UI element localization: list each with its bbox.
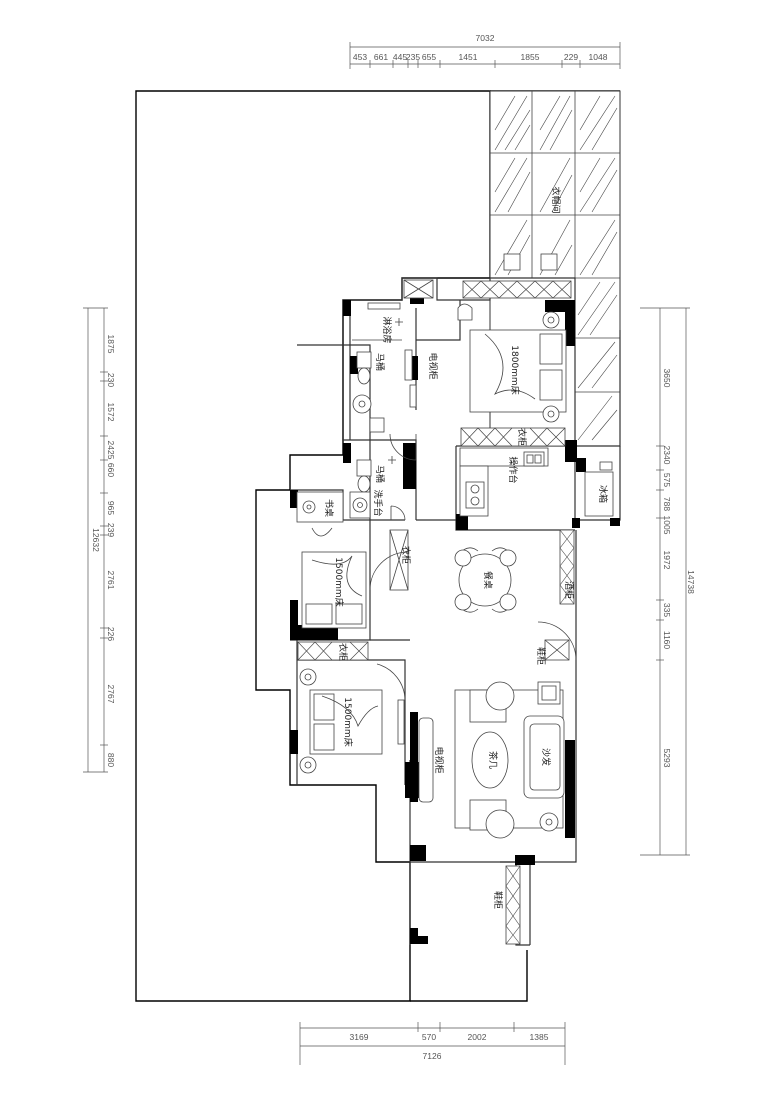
left-dim-11: 880 (106, 753, 116, 767)
right-dim-7: 335 (662, 603, 672, 617)
top-dim-4: 235 (406, 52, 420, 62)
left-dim-8: 2761 (106, 571, 116, 590)
cloakroom-hatch: 衣帽间 (489, 90, 621, 447)
left-dim-7: 239 (106, 523, 116, 537)
tv-cabinet-living (418, 717, 434, 803)
wardrobe-bed3-label: 衣柜 (337, 643, 349, 661)
structural-columns (290, 296, 620, 944)
cloakroom-label: 衣帽间 (550, 186, 562, 213)
fridge-label: 冰箱 (597, 485, 609, 503)
dining-area: 餐桌 酒柜 鞋柜 (454, 529, 577, 665)
bottom-dimension-chain: 3169 570 2002 1385 7126 (299, 1022, 566, 1065)
operation-counter-label: 操作台 (507, 456, 519, 483)
bed-2-label: 1500mm床 (333, 557, 345, 606)
right-dim-2: 2340 (662, 446, 672, 465)
left-dim-10: 2767 (106, 685, 116, 704)
fridge (584, 471, 614, 517)
top-dim-6: 1451 (459, 52, 478, 62)
right-dim-1: 3650 (662, 369, 672, 388)
left-dimension-chain: 12632 1875 230 1572 2425 660 965 239 276… (83, 307, 116, 773)
shoe-cabinet-right-label: 鞋柜 (535, 647, 547, 665)
top-dim-9: 1048 (589, 52, 608, 62)
right-total-dimension: 14738 (686, 570, 696, 594)
left-dim-6: 965 (106, 501, 116, 515)
master-bedroom: 1800mm床 衣柜 (457, 280, 572, 447)
left-dim-4: 2425 (106, 441, 116, 460)
top-dim-2: 661 (374, 52, 388, 62)
top-dim-5: 655 (422, 52, 436, 62)
sofa-label: 沙发 (540, 748, 552, 766)
washbasin-label: 洗手台 (372, 489, 384, 516)
shower-label: 淋浴房 (381, 316, 393, 343)
top-dim-1: 453 (353, 52, 367, 62)
left-dim-3: 1572 (106, 403, 116, 422)
left-dim-2: 230 (106, 373, 116, 387)
bottom-dim-1: 3169 (350, 1032, 369, 1042)
site-boundary (135, 90, 491, 1002)
bottom-dim-2: 570 (422, 1032, 436, 1042)
coffee-table-label: 茶几 (487, 751, 499, 769)
master-bathroom: 淋浴房 马桶 电视柜 (352, 279, 439, 433)
right-dim-9: 5293 (662, 749, 672, 768)
guest-bathroom: 马桶 洗手台 (349, 433, 417, 521)
toilet-mid-label: 马桶 (374, 465, 386, 483)
top-dimension-chain: 7032 453 661 445 235 655 1451 1855 229 1… (349, 33, 621, 69)
toilet-tank-top (356, 351, 372, 369)
top-dim-3: 445 (393, 52, 407, 62)
right-dim-4: 788 (662, 497, 672, 511)
master-bed-label: 1800mm床 (509, 345, 521, 394)
top-dim-8: 229 (564, 52, 578, 62)
wardrobe-master-label: 衣柜 (516, 428, 528, 446)
dining-table-label: 餐桌 (482, 571, 494, 589)
shoe-cabinet-bottom-label: 鞋柜 (492, 891, 504, 909)
entrance: 鞋柜 (492, 865, 521, 945)
dining-table (458, 553, 512, 607)
right-dim-8: 1160 (662, 631, 672, 650)
bed-3-label: 1500mm床 (342, 697, 354, 746)
toilet-top-label: 马桶 (374, 353, 386, 371)
desk-label: 书桌 (323, 499, 335, 517)
left-dim-1: 1875 (106, 335, 116, 354)
site-boundary-bottom-right (410, 950, 528, 1002)
right-dim-5: 1005 (662, 516, 672, 535)
bottom-total-dimension: 7126 (423, 1051, 442, 1061)
living-room: 电视柜 茶几 沙发 (418, 681, 565, 839)
left-total-dimension: 12632 (91, 528, 101, 552)
wardrobe-bed2-label: 衣柜 (400, 546, 412, 564)
left-dim-5: 660 (106, 463, 116, 477)
kitchen: 操作台 冰箱 (459, 447, 614, 517)
bedroom-2: 书桌 衣柜 1500mm床 (296, 491, 412, 629)
tv-cabinet-living-label: 电视柜 (433, 746, 445, 773)
right-dim-3: 575 (662, 473, 672, 487)
left-dim-9: 226 (106, 627, 116, 641)
right-dimension-chain: 14738 3650 2340 575 788 1005 1972 335 11… (640, 307, 696, 856)
tv-cabinet-top-label: 电视柜 (427, 352, 439, 379)
right-dim-6: 1972 (662, 551, 672, 570)
sideboard-label: 酒柜 (563, 581, 575, 599)
top-dim-7: 1855 (521, 52, 540, 62)
top-total-dimension: 7032 (476, 33, 495, 43)
coffee-table (471, 731, 509, 789)
bottom-dim-4: 1385 (530, 1032, 549, 1042)
bottom-dim-3: 2002 (468, 1032, 487, 1042)
bedroom-3: 衣柜 1500mm床 (297, 641, 406, 774)
